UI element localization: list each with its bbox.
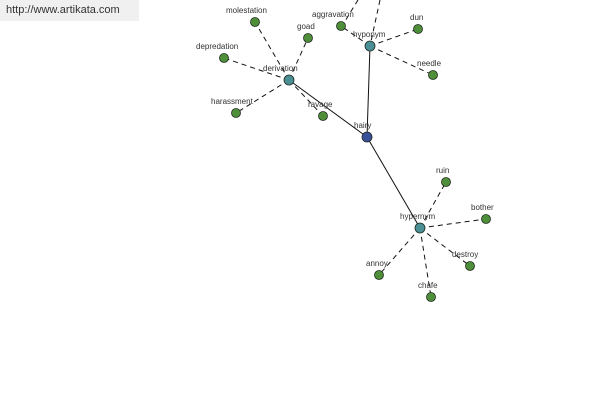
node-relation-hypernym[interactable] — [414, 222, 426, 234]
node-relation-derivation[interactable] — [283, 74, 295, 86]
node-leaf-ruin[interactable] — [441, 177, 451, 187]
edge-hairy-derivation — [288, 79, 368, 138]
edge-hypernym-annoy — [378, 227, 421, 276]
node-label-hypernym[interactable]: hypernym — [400, 212, 435, 221]
edge-derivation-depredation — [223, 57, 290, 81]
node-label-hyponym[interactable]: hyponym — [353, 30, 386, 39]
node-label-derivation[interactable]: derivation — [263, 64, 298, 73]
node-label-needle[interactable]: needle — [417, 59, 442, 68]
node-leaf-dun[interactable] — [413, 24, 423, 34]
node-leaf-goad[interactable] — [303, 33, 313, 43]
node-label-hairy[interactable]: hairy — [354, 121, 371, 130]
edge-derivation-molestation — [254, 21, 290, 81]
node-label-annoy[interactable]: annoy — [366, 259, 388, 268]
node-leaf-chafe[interactable] — [426, 292, 436, 302]
node-leaf-bother[interactable] — [481, 214, 491, 224]
node-leaf-molestation[interactable] — [250, 17, 260, 27]
edge-hyponym-needle — [369, 45, 434, 76]
node-leaf-needle[interactable] — [428, 70, 438, 80]
edge-hypernym-bother — [419, 218, 487, 229]
node-leaf-destroy[interactable] — [465, 261, 475, 271]
edge-hairy-hypernym — [366, 136, 421, 229]
graph-labels: hairy derivation hyponym hypernym molestatio… — [196, 6, 494, 290]
node-leaf-harassment[interactable] — [231, 108, 241, 118]
edge-derivation-harassment — [235, 79, 290, 114]
node-label-dun[interactable]: dun — [410, 13, 423, 22]
edge-hypernym-destroy — [419, 227, 471, 267]
graph-edges — [223, 0, 487, 298]
node-leaf-ravage[interactable] — [318, 111, 328, 121]
node-label-harassment[interactable]: harassment — [211, 97, 254, 106]
edge-hyponym-aggravation — [340, 25, 371, 47]
node-leaf-depredation[interactable] — [219, 53, 229, 63]
edge-derivation-goad — [288, 37, 309, 81]
graph-nodes — [219, 17, 491, 302]
node-label-molestation[interactable]: molestation — [226, 6, 267, 15]
node-label-destroy[interactable]: destroy — [452, 250, 478, 259]
edge-hairy-hyponym — [366, 45, 371, 138]
node-label-ravage[interactable]: ravage — [308, 100, 333, 109]
edge-offscreen-1 — [369, 0, 381, 47]
node-relation-hyponym[interactable] — [364, 40, 376, 52]
node-label-bother[interactable]: bother — [471, 203, 494, 212]
site-url-link[interactable]: http://www.artikata.com — [0, 0, 139, 21]
node-leaf-aggravation[interactable] — [336, 21, 346, 31]
edge-hypernym-ruin — [419, 181, 447, 229]
node-label-goad[interactable]: goad — [297, 22, 315, 31]
node-root-hairy[interactable] — [361, 131, 373, 143]
node-leaf-annoy[interactable] — [374, 270, 384, 280]
node-label-chafe[interactable]: chafe — [418, 281, 438, 290]
node-label-depredation[interactable]: depredation — [196, 42, 238, 51]
node-label-ruin[interactable]: ruin — [436, 166, 449, 175]
node-label-aggravation[interactable]: aggravation — [312, 10, 354, 19]
edge-hypernym-chafe — [419, 227, 432, 298]
edge-derivation-ravage — [288, 79, 324, 117]
